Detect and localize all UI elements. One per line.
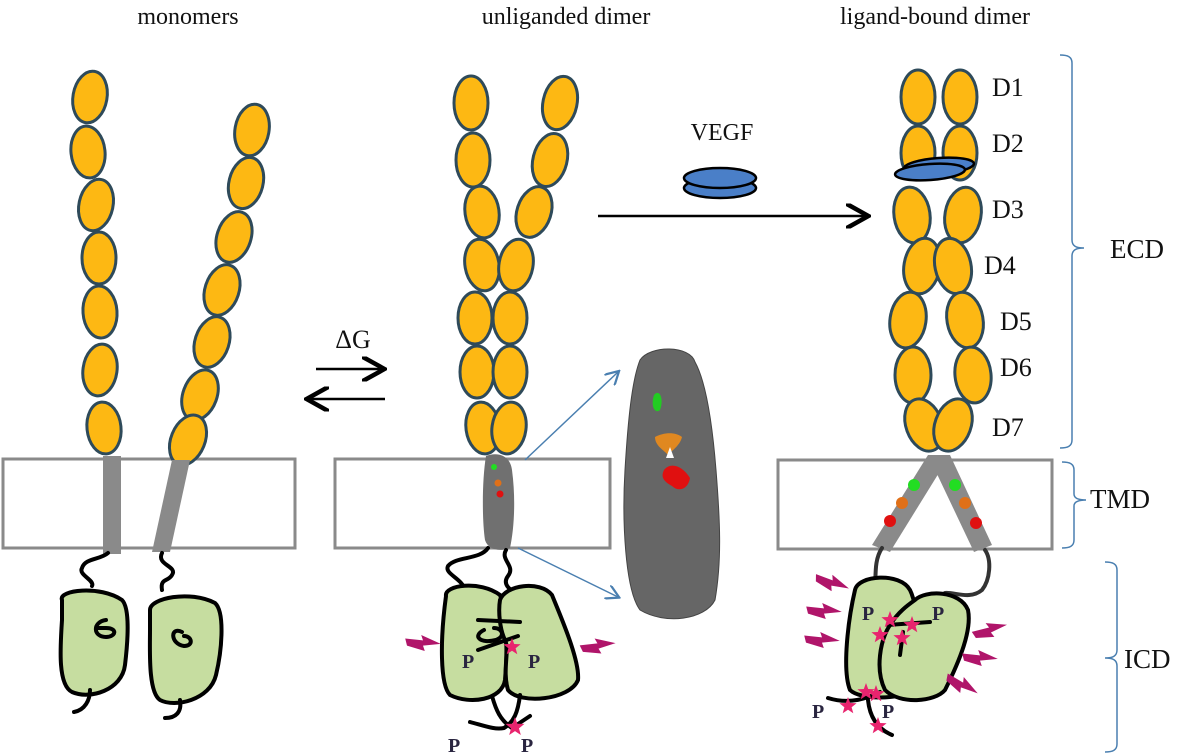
vegf-label: VEGF	[691, 120, 754, 146]
phospho-label: P	[521, 735, 533, 753]
ecd-bracket	[1059, 54, 1085, 449]
phospho-label: P	[862, 603, 874, 625]
panel-title-ligand-bound-dimer: ligand-bound dimer	[840, 4, 1030, 30]
region-label-ecd: ECD	[1110, 234, 1164, 264]
phospho-label: P	[462, 651, 474, 673]
domain-label-d4: D4	[984, 251, 1016, 280]
domain-label-d2: D2	[992, 129, 1024, 158]
domain-label-d7: D7	[992, 413, 1024, 442]
zoom-arrow-bottom	[517, 547, 618, 597]
phospho-label: P	[448, 735, 460, 753]
domain-label-d6: D6	[1000, 353, 1032, 382]
domain-label-d5: D5	[1000, 307, 1032, 336]
domain-label-d3: D3	[992, 195, 1024, 224]
domain-label-d1: D1	[992, 73, 1024, 102]
region-label-icd: ICD	[1124, 644, 1171, 674]
panel-title-monomers: monomers	[137, 4, 238, 30]
phospho-label: P	[812, 701, 824, 723]
phospho-label: P	[882, 701, 894, 723]
ligand-bound-dimer	[804, 68, 1010, 737]
membrane-unliganded	[333, 457, 612, 550]
icd-bracket	[1104, 561, 1118, 753]
tmd-bracket	[1061, 461, 1087, 549]
panel-title-unliganded-dimer: unliganded dimer	[482, 4, 651, 30]
vegf-ligand-icon	[682, 166, 758, 200]
membrane-ligand-bound	[776, 458, 1054, 551]
phospho-label: P	[932, 603, 944, 625]
monomer-left	[58, 69, 130, 714]
region-label-tmd: TMD	[1090, 484, 1150, 514]
monomer-right	[147, 102, 271, 720]
membrane-monomers	[1, 457, 297, 550]
tm-structure-inset	[623, 348, 721, 620]
delta-g-label: ΔG	[335, 325, 371, 354]
phospho-label: P	[528, 651, 540, 673]
zoom-arrow-top	[524, 372, 618, 461]
unliganded-dimer	[405, 74, 618, 736]
